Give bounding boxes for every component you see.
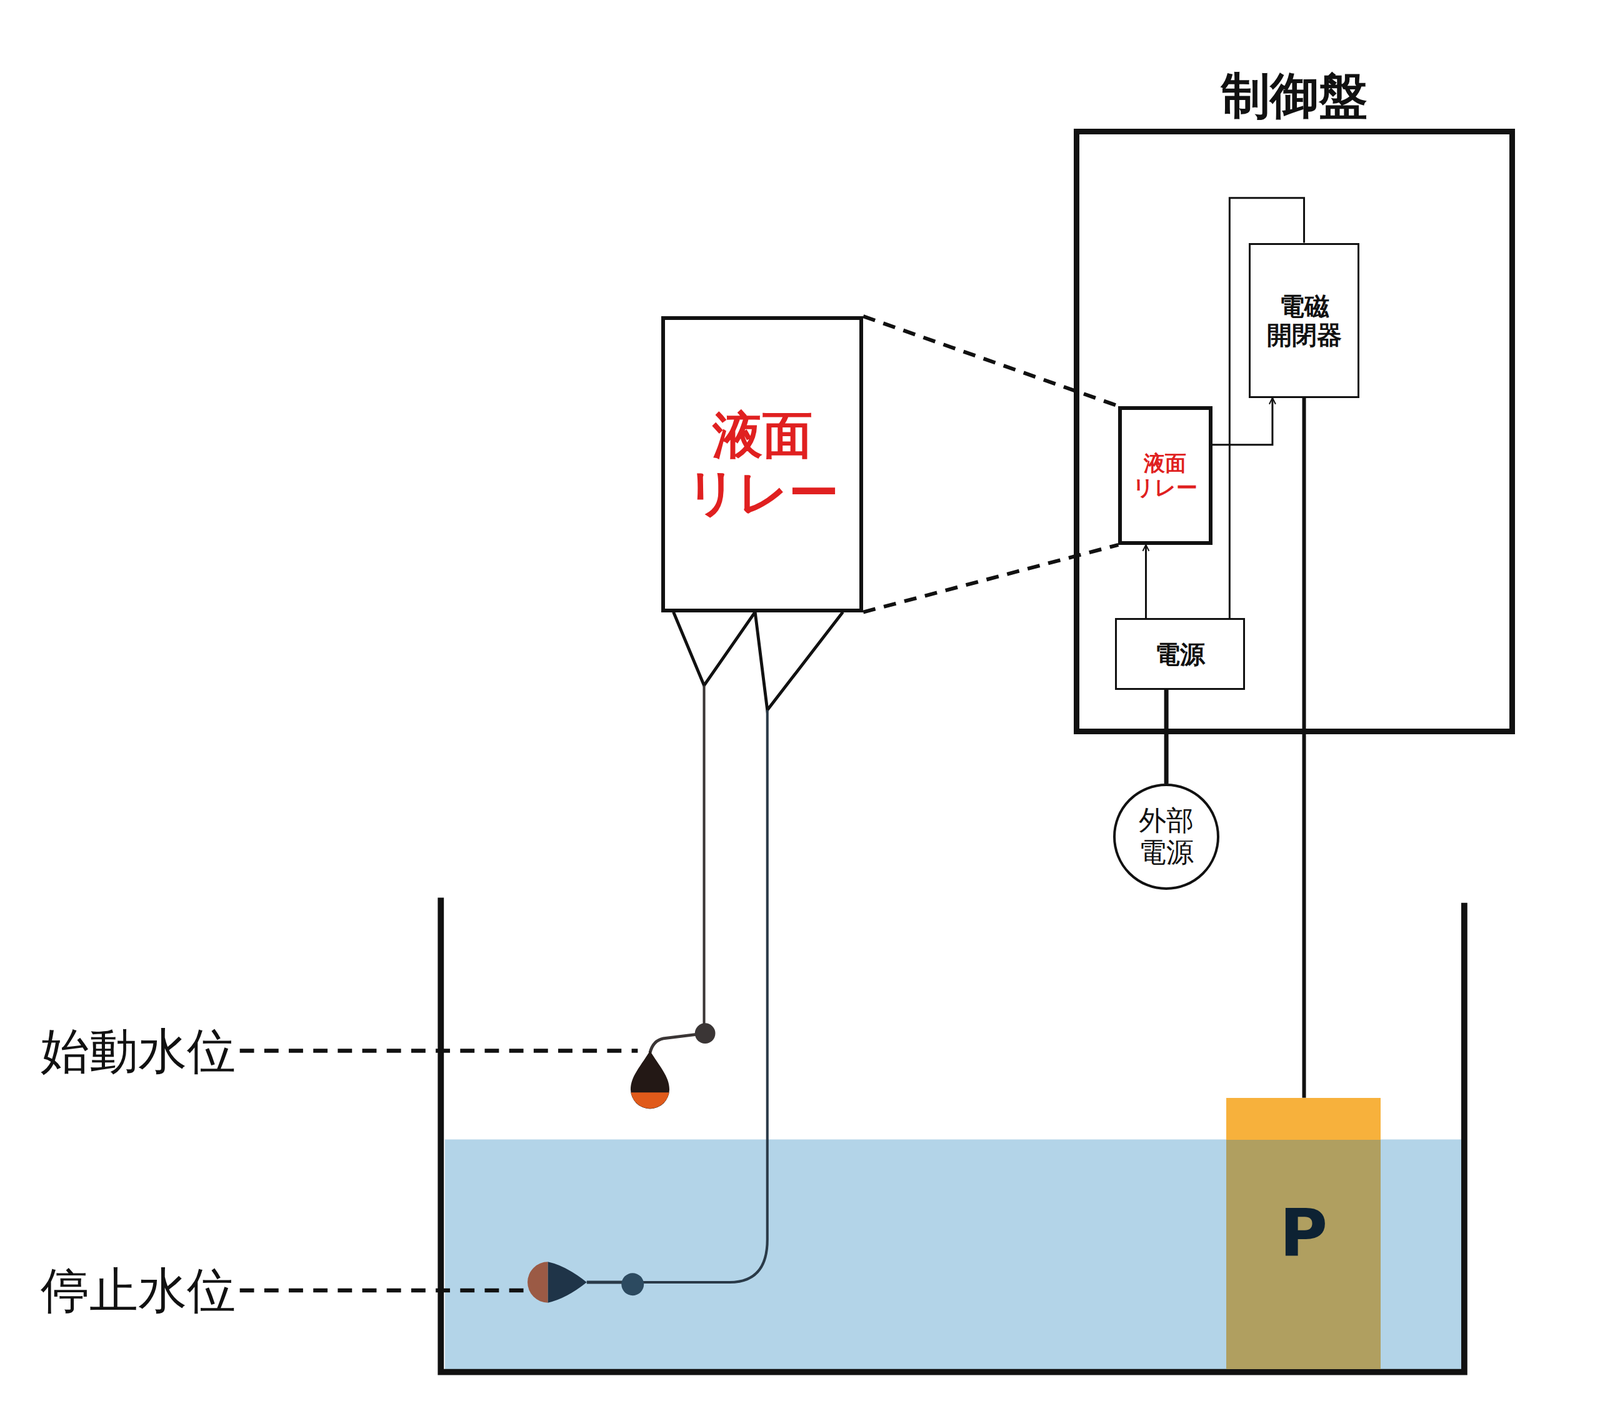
zoom-line [863,545,1119,613]
float-cable [632,710,768,1283]
pump: P [1226,1098,1381,1370]
node-label: 電磁 開閉器 [1266,291,1342,350]
start-water-level: 始動水位 [40,1021,236,1081]
zoom-line [863,316,1119,407]
node-label: 電源 [1155,640,1205,669]
start-float-band [630,1092,669,1109]
stop-float [548,1261,587,1303]
panel-title: 制御盤 [1221,68,1368,125]
control-panel: 制御盤電磁 開閉器液面 リレー電源 [1073,128,1516,735]
wire [1212,398,1273,445]
float-pivot [695,1023,716,1044]
external-power: 外部 電源 [1113,783,1220,890]
float-pivot [621,1273,644,1296]
node-label: 外部 電源 [1138,805,1194,869]
start-level-line [240,1048,639,1054]
power-supply: 電源 [1115,618,1245,690]
stop-level-line [240,1288,526,1294]
wire [1302,398,1307,1099]
wire [1145,545,1147,619]
node-label: 液面 リレー [1132,451,1198,500]
level-relay: 液面 リレー [661,316,864,612]
stop-water-level: 停止水位 [40,1261,236,1320]
node-label: P [1279,1196,1328,1272]
stop-float [527,1261,549,1303]
magnetic-contactor: 電磁 開閉器 [1248,243,1359,399]
level-relay-small: 液面 リレー [1118,406,1212,545]
node-label: 液面 リレー [686,406,839,522]
tank-wall [440,898,1467,1373]
start-float [630,1050,670,1109]
float-cable [704,685,707,1034]
wire [1164,690,1169,784]
relay-terminal [673,611,844,710]
